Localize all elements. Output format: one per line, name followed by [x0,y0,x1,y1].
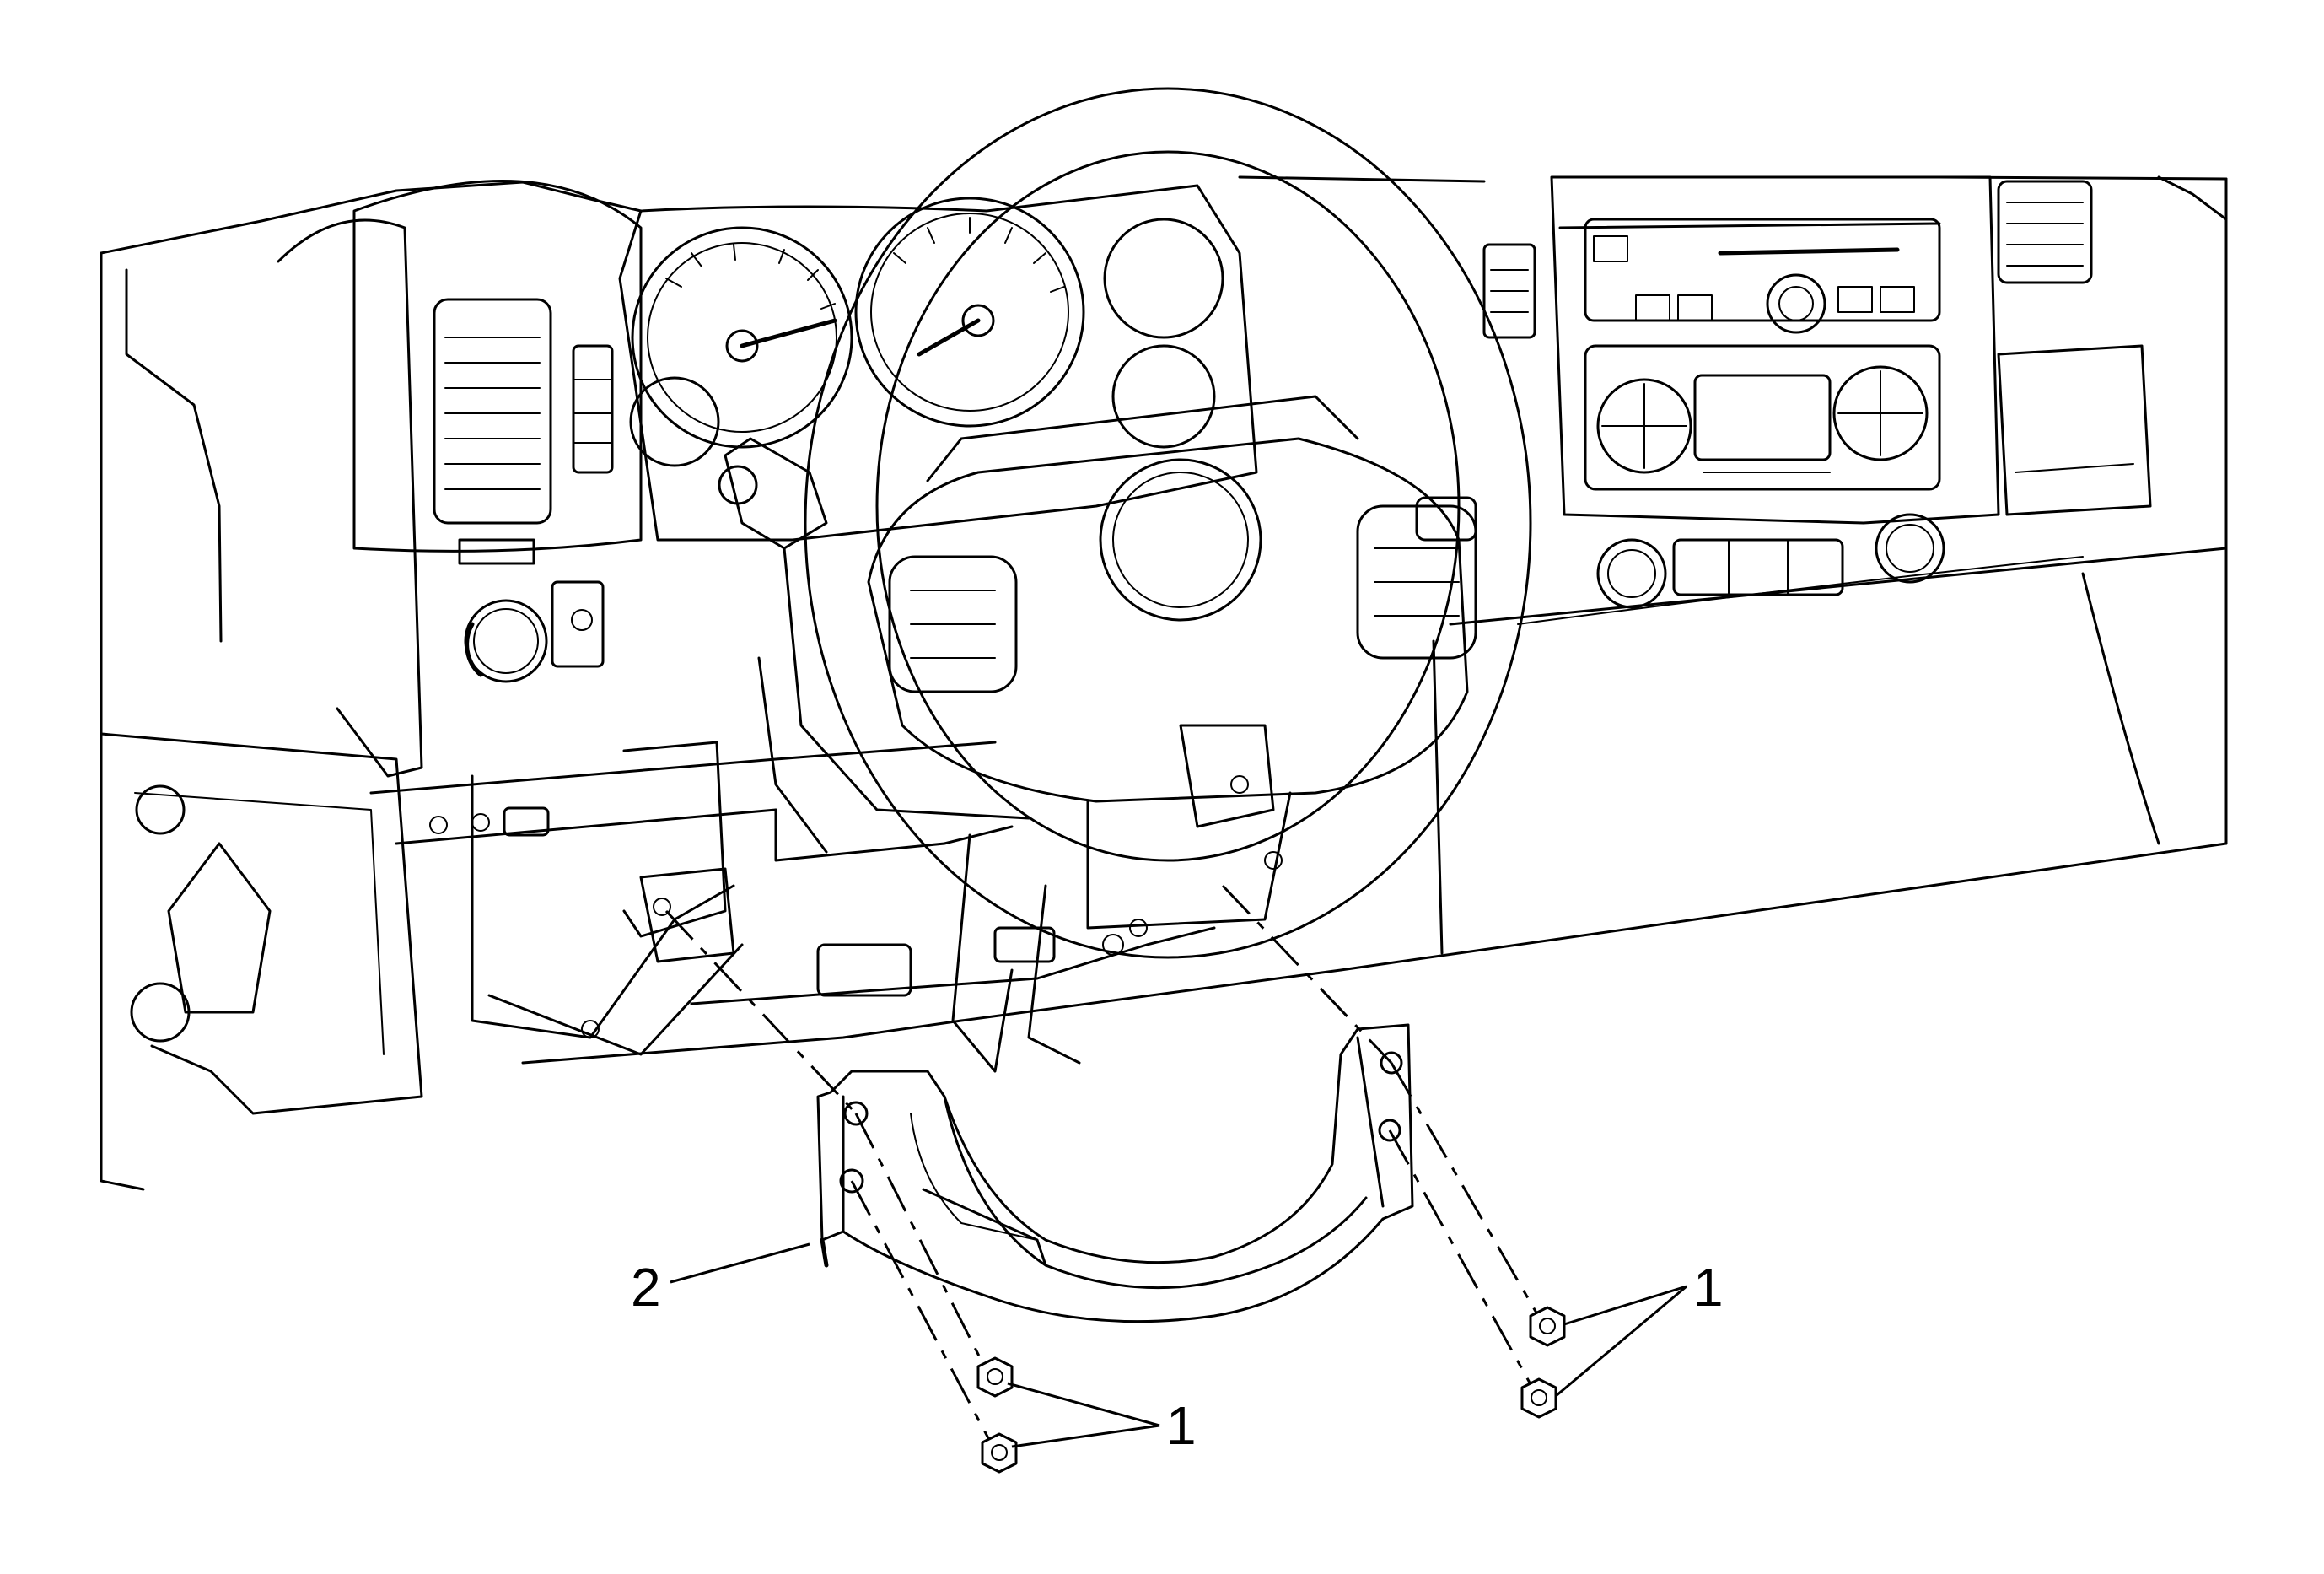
callout-leaders [670,1242,1687,1448]
nut-callout-left: 1 [1166,1395,1197,1456]
bolster-support-upper [581,724,1283,1038]
lower-switches [1596,513,1945,609]
climate-control [1584,344,1941,491]
steering-wheel [804,87,1532,959]
headlamp-knob [464,580,605,683]
steering-column [718,437,1081,1073]
instrument-cluster [618,184,1258,542]
left-vent-louvers [444,337,541,490]
knee-bolster-bracket [816,1023,1414,1323]
radio [1584,218,1941,334]
nut-icon [1520,1377,1557,1419]
instrument-panel [100,175,2228,1191]
nut-callout-right: 1 [1693,1257,1724,1318]
bracket-callout: 2 [631,1257,661,1318]
alignment-lines [664,884,1545,1452]
center-stack [1482,175,2152,609]
nut-icon [981,1432,1018,1474]
nut-icon [976,1356,1014,1398]
nut-icon [1529,1306,1566,1347]
nuts [976,1306,1566,1474]
